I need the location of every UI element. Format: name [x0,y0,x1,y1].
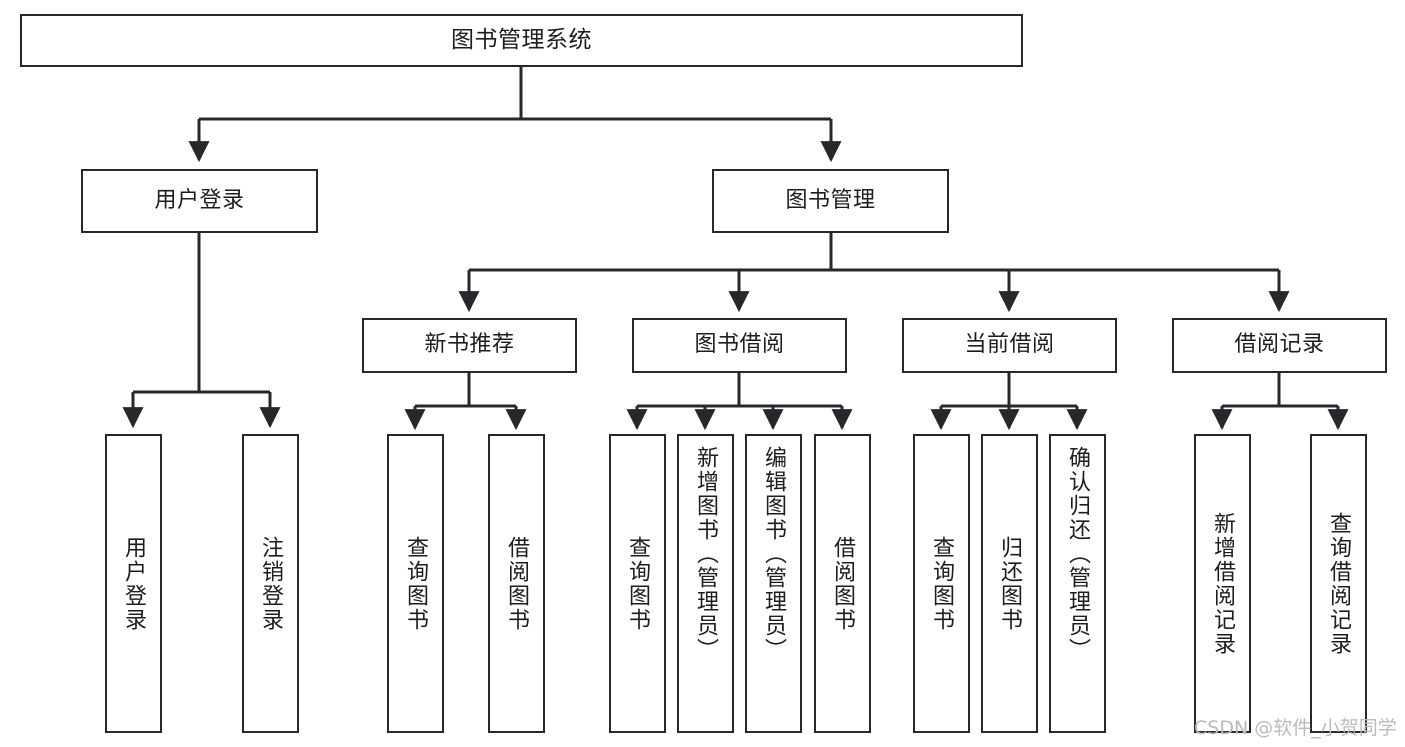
node-borrow-record[interactable]: 借阅记录 [1172,318,1387,373]
csdn-watermark: CSDN @软件_小贺同学 [1194,717,1397,739]
leaf-new-book-borrow[interactable]: 借阅图书 [488,434,545,733]
node-current-borrow[interactable]: 当前借阅 [902,318,1117,373]
leaf-book-borrow-query-label: 查询图书 [625,535,651,632]
node-user-login-label: 用户登录 [154,187,245,213]
leaf-current-borrow-return[interactable]: 归还图书 [981,434,1038,733]
node-root[interactable]: 图书管理系统 [20,14,1023,67]
leaf-current-borrow-return-label: 归还图书 [997,535,1023,632]
node-new-book-recommend[interactable]: 新书推荐 [362,318,577,373]
leaf-user-login-login[interactable]: 用户登录 [105,434,162,733]
leaf-book-borrow-edit[interactable]: 编辑图书（管理员） [745,434,802,733]
leaf-current-borrow-query[interactable]: 查询图书 [913,434,970,733]
leaf-user-login-logout-label: 注销登录 [258,535,284,632]
leaf-book-borrow-query[interactable]: 查询图书 [609,434,666,733]
leaf-current-borrow-query-label: 查询图书 [929,535,955,632]
leaf-borrow-record-query[interactable]: 查询借阅记录 [1310,434,1367,733]
node-book-management-label: 图书管理 [785,187,876,213]
node-borrow-record-label: 借阅记录 [1234,332,1325,358]
leaf-current-borrow-confirm-label: 确认归还（管理员） [1065,446,1091,662]
leaf-new-book-query[interactable]: 查询图书 [387,434,444,733]
leaf-user-login-login-label: 用户登录 [121,535,147,632]
leaf-book-borrow-add[interactable]: 新增图书（管理员） [677,434,734,733]
node-book-management[interactable]: 图书管理 [712,169,949,233]
leaf-borrow-record-query-label: 查询借阅记录 [1326,511,1352,656]
leaf-borrow-record-add-label: 新增借阅记录 [1210,511,1236,656]
node-user-login[interactable]: 用户登录 [81,169,318,233]
leaf-current-borrow-confirm[interactable]: 确认归还（管理员） [1049,434,1106,733]
leaf-new-book-borrow-label: 借阅图书 [504,535,530,632]
node-current-borrow-label: 当前借阅 [964,332,1055,358]
leaf-book-borrow-edit-label: 编辑图书（管理员） [761,446,787,662]
node-new-book-recommend-label: 新书推荐 [424,332,515,358]
leaf-new-book-query-label: 查询图书 [403,535,429,632]
leaf-user-login-logout[interactable]: 注销登录 [242,434,299,733]
node-book-borrow-label: 图书借阅 [694,332,785,358]
leaf-book-borrow-borrow[interactable]: 借阅图书 [814,434,871,733]
node-root-label: 图书管理系统 [451,27,592,54]
leaf-borrow-record-add[interactable]: 新增借阅记录 [1194,434,1251,733]
leaf-book-borrow-add-label: 新增图书（管理员） [693,446,719,662]
leaf-book-borrow-borrow-label: 借阅图书 [830,535,856,632]
node-book-borrow[interactable]: 图书借阅 [632,318,847,373]
